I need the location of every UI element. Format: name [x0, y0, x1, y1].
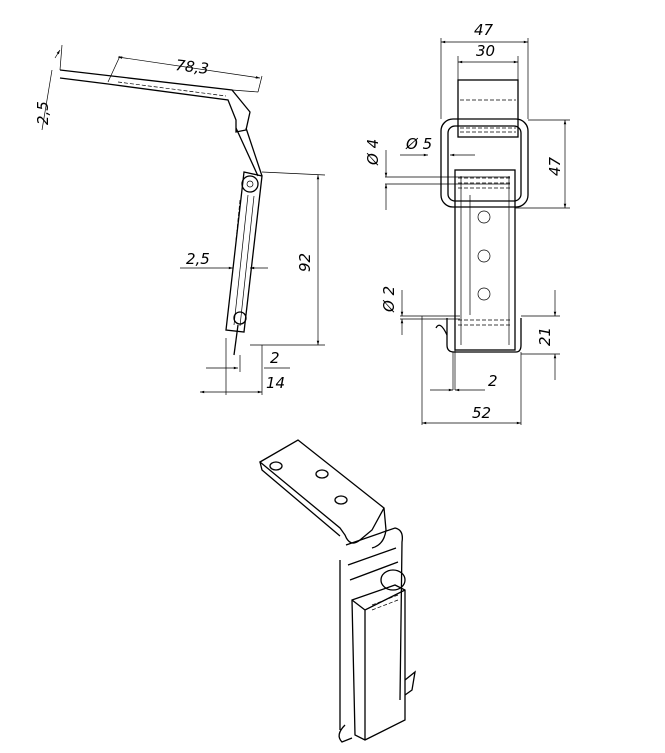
dim-hook-height: 21 — [536, 327, 554, 346]
dim-width-total: 52 — [472, 404, 491, 422]
front-view: 47 30 Ø 4 Ø 5 47 Ø 2 21 2 52 — [364, 21, 570, 425]
dim-width-outer: 47 — [474, 21, 494, 39]
dim-depth: 14 — [266, 374, 285, 392]
dim-thickness-top: 2,5 — [34, 101, 52, 125]
dim-width-plate: 30 — [476, 42, 495, 60]
dim-length: 78,3 — [175, 56, 210, 78]
isometric-view — [258, 439, 416, 743]
dim-offset: 2 — [270, 349, 280, 367]
dim-dia-5: Ø 5 — [405, 135, 432, 153]
dim-loop-height: 47 — [546, 156, 564, 176]
dim-height: 92 — [296, 253, 314, 272]
dim-dia-4: Ø 4 — [364, 139, 382, 166]
dim-thickness-mid: 2,5 — [186, 250, 210, 268]
dim-dia-2: Ø 2 — [380, 286, 398, 313]
dim-wire: 2 — [488, 372, 498, 390]
side-view: 78,3 2,5 2,5 92 2 14 — [34, 45, 326, 395]
